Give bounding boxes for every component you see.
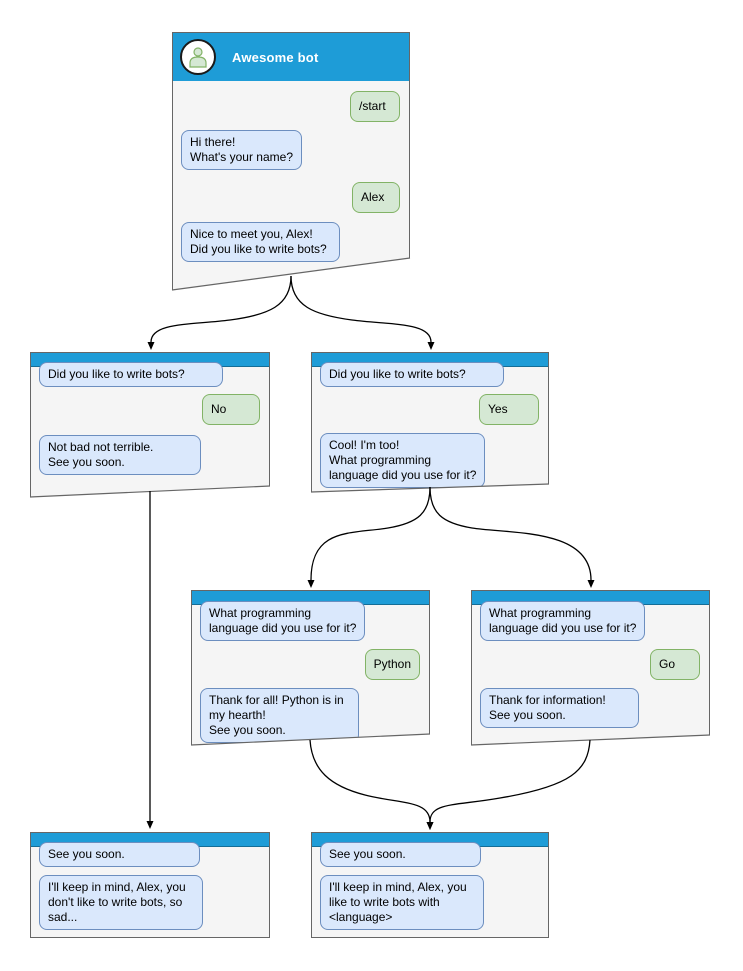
user-message-bubble: Yes [479,394,539,425]
bot-message-bubble: Not bad not terrible. See you soon. [39,435,201,475]
chat-messages-area: Did you like to write bots? Yes Cool! I'… [312,362,548,488]
user-message-bubble: /start [350,91,400,122]
person-icon [189,47,207,68]
edge-main-to-branch-yes [290,275,435,350]
bot-message-bubble: Nice to meet you, Alex! Did you like to … [181,222,340,262]
edge-branch-yes-to-python [307,486,431,588]
user-message-bubble: Alex [352,182,400,213]
bot-message-bubble: Did you like to write bots? [39,362,223,387]
chat-window-end-yes: See you soon. I'll keep in mind, Alex, y… [311,832,549,938]
bot-message-bubble: Thank for information! See you soon. [480,688,639,728]
chat-messages-area: /start Hi there! What's your name? Alex … [173,91,409,262]
chat-window-end-no: See you soon. I'll keep in mind, Alex, y… [30,832,270,938]
chat-messages-area: What programming language did you use fo… [472,601,709,728]
edge-python-to-end-yes [309,739,434,830]
bot-message-bubble: See you soon. [320,842,481,867]
edge-go-to-end-yes [426,739,591,830]
bot-message-bubble: See you soon. [39,842,200,867]
chat-window-title: Awesome bot [232,49,319,65]
chat-window-branch-python: What programming language did you use fo… [191,590,430,745]
bot-message-bubble: Thank for all! Python is in my hearth! S… [200,688,359,743]
chat-window-branch-go: What programming language did you use fo… [471,590,710,745]
bot-message-bubble: Hi there! What's your name? [181,130,303,170]
user-message-bubble: No [202,394,260,425]
bot-message-bubble: I'll keep in mind, Alex, you don't like … [39,875,203,930]
bot-avatar [180,39,216,75]
chat-messages-area: Did you like to write bots? No Not bad n… [31,362,269,475]
chat-window-titlebar: Awesome bot [173,33,409,81]
chat-messages-area: What programming language did you use fo… [192,601,429,743]
bot-message-bubble: I'll keep in mind, Alex, you like to wri… [320,875,484,930]
chat-messages-area: See you soon. I'll keep in mind, Alex, y… [31,842,269,930]
chat-window-branch-yes: Did you like to write bots? Yes Cool! I'… [311,352,549,492]
chat-window-branch-no: Did you like to write bots? No Not bad n… [30,352,270,497]
edge-branch-yes-to-go [429,486,595,588]
bot-message-bubble: What programming language did you use fo… [480,601,646,641]
bot-message-bubble: Cool! I'm too! What programming language… [320,433,486,488]
bot-message-bubble: What programming language did you use fo… [200,601,366,641]
chat-window-awesome-bot: Awesome bot /start Hi there! What's your… [172,32,410,290]
chat-messages-area: See you soon. I'll keep in mind, Alex, y… [312,842,548,930]
bot-message-bubble: Did you like to write bots? [320,362,504,387]
user-message-bubble: Go [650,649,700,680]
user-message-bubble: Python [364,649,420,680]
